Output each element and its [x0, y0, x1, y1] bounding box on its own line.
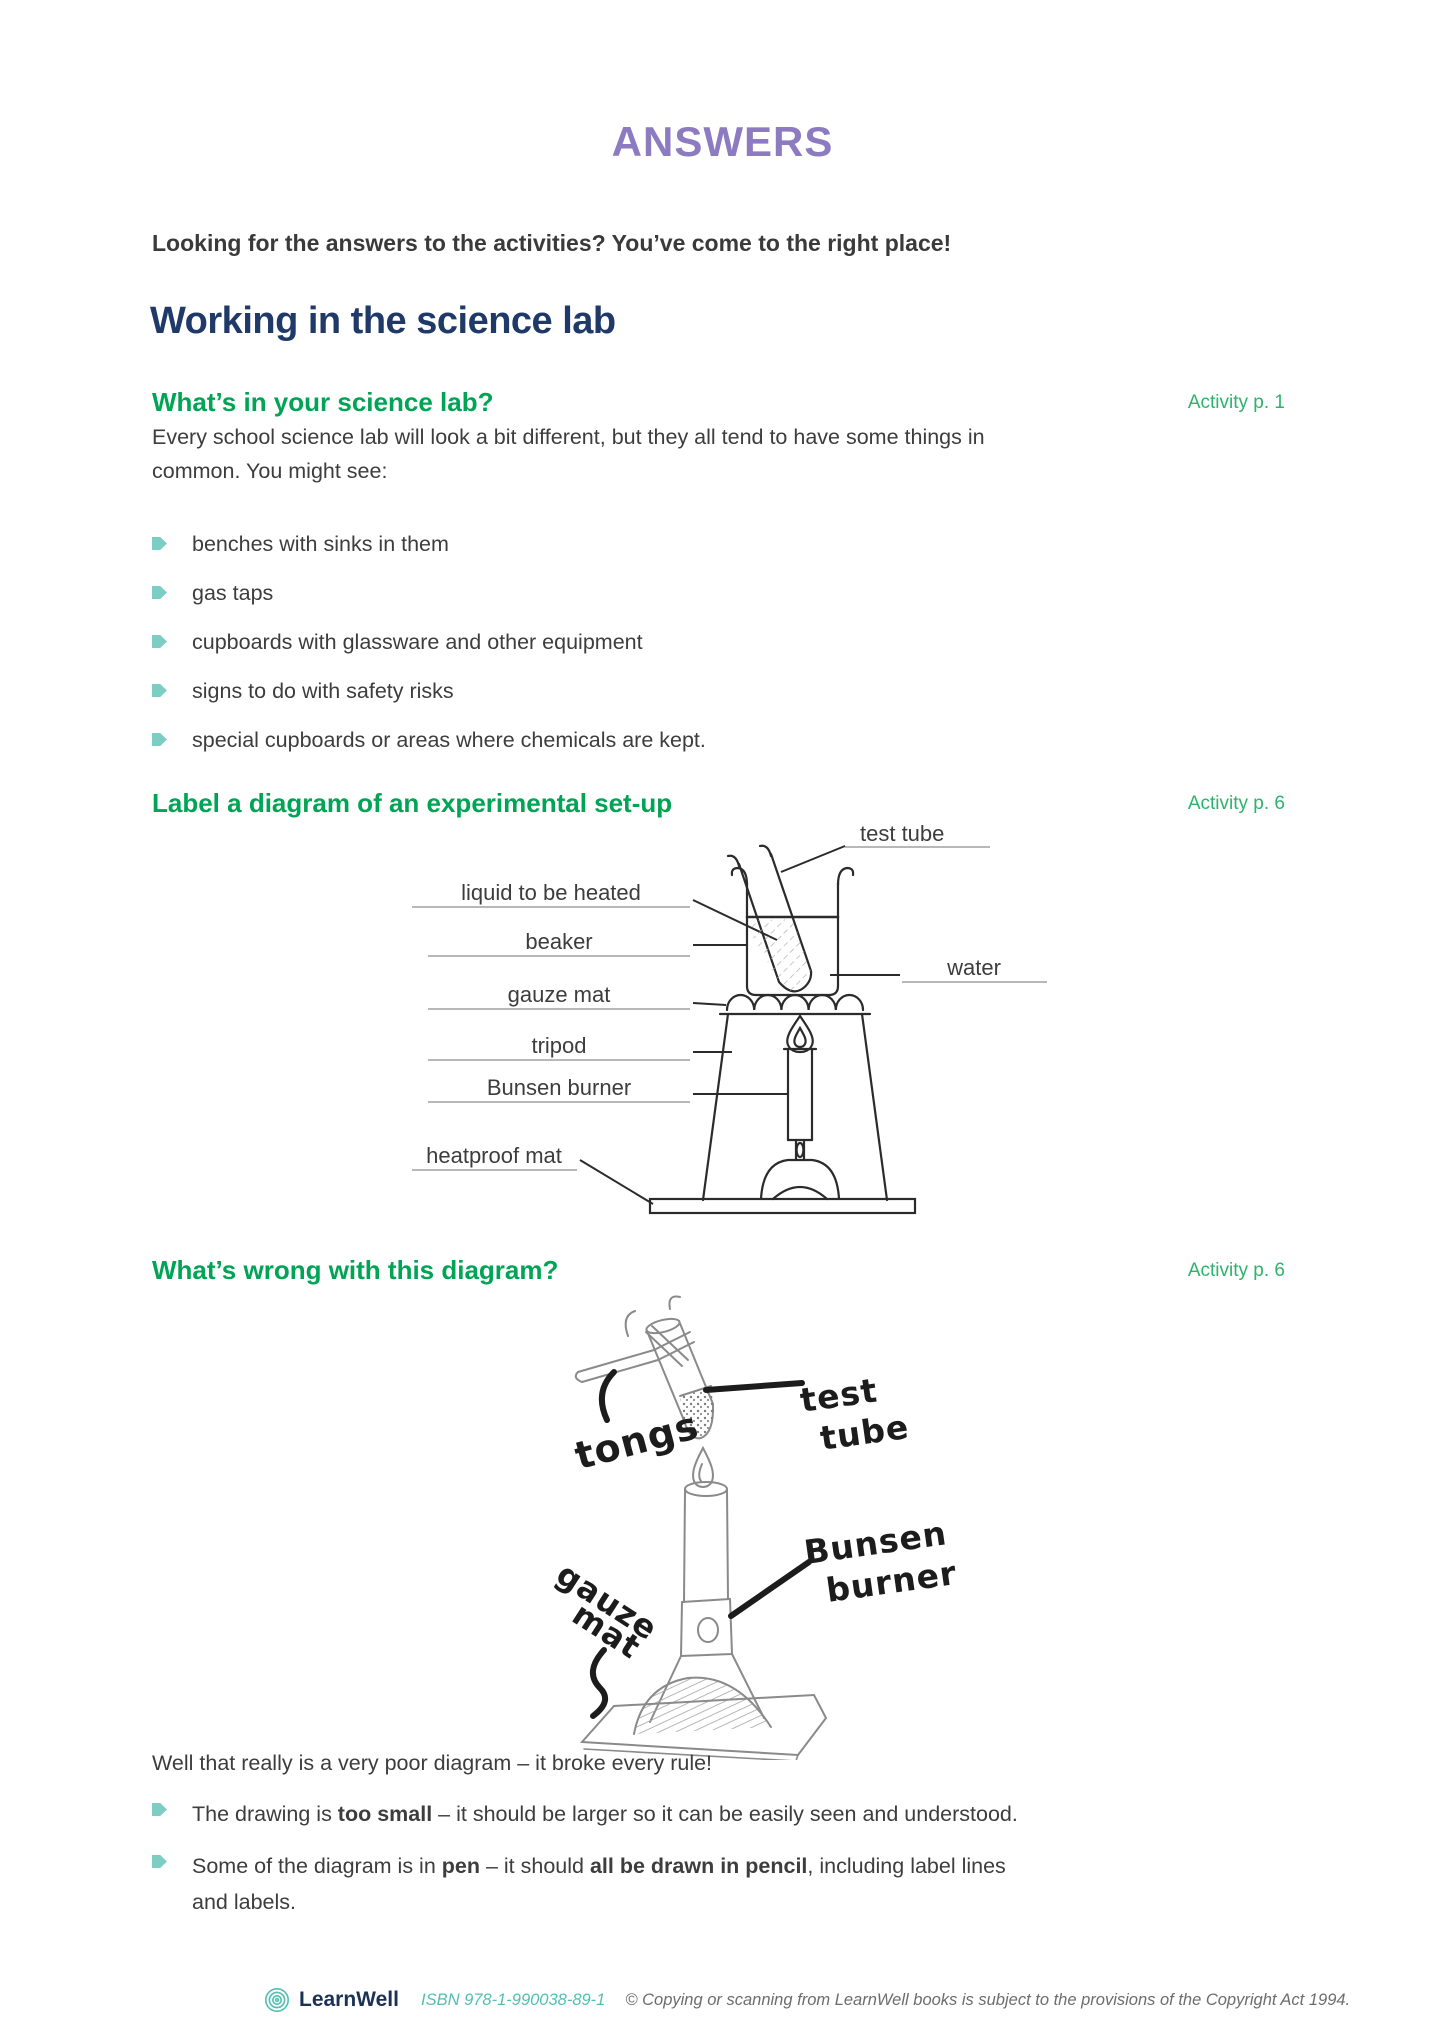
page-title: ANSWERS — [611, 118, 834, 165]
handwritten-labels: tongs test tube Bunsen burner gauze mat — [550, 1371, 960, 1667]
tongs-jaw-lower — [645, 1325, 689, 1367]
sketch-section-line — [681, 1598, 731, 1603]
list-item-text: The drawing is too small – it should be … — [192, 1802, 1018, 1826]
diagram-labels: test tube liquid to be heated beaker gau… — [426, 823, 1001, 1168]
beaker-rim-right — [836, 866, 855, 887]
sketch-barrel-left — [683, 1489, 686, 1603]
label-test-tube: test tube — [860, 823, 944, 846]
sketch-flame-inner — [698, 1463, 703, 1482]
list-item-text: signs to do with safety risks — [192, 679, 454, 703]
page-subtitle: Looking for the answers to the activitie… — [152, 230, 952, 256]
heatproof-mat-bar — [648, 1197, 917, 1215]
label-underlines — [412, 846, 1047, 1171]
list-item-text: cupboards with glassware and other equip… — [192, 630, 643, 654]
arrow-bullet-icon — [152, 733, 167, 746]
label-liquid: liquid to be heated — [461, 880, 641, 905]
tongs-prong-left — [624, 1310, 636, 1337]
list-item: gas taps — [152, 579, 1252, 607]
burner-base — [759, 1158, 841, 1201]
label-tripod: tripod — [531, 1033, 586, 1058]
label-water: water — [946, 955, 1001, 980]
list-item-text: gas taps — [192, 581, 274, 605]
verdict-text: Well that really is a very poor diagram … — [152, 1751, 713, 1775]
sketch-mat-edge — [583, 1748, 799, 1760]
tongs-handle-bottom — [581, 1359, 659, 1383]
test-tube-lip-left — [726, 854, 741, 868]
activity-ref-3: Activity p. 6 — [1187, 1260, 1285, 1281]
apparatus-drawing — [648, 844, 917, 1215]
learnwell-logo-icon — [265, 1988, 289, 2012]
hand-drawn-diagram: tongs test tube Bunsen burner gauze mat — [550, 1295, 960, 1760]
liquid-hatch — [744, 919, 812, 992]
section-heading: Working in the science lab — [150, 300, 616, 342]
bunsen-pointer — [728, 1559, 812, 1619]
flame-inner — [793, 1025, 807, 1049]
isbn-text: ISBN 978-1-990038-89-1 — [420, 1990, 606, 2009]
gauze-pointer — [590, 1647, 609, 1719]
gauze-waves — [725, 993, 865, 1012]
test-tube-lip-right — [758, 844, 773, 858]
sketch-dome — [633, 1676, 772, 1735]
copyright-text: © Copying or scanning from LearnWell boo… — [625, 1990, 1351, 2009]
subheading-label-diagram: Label a diagram of an experimental set-u… — [152, 788, 673, 818]
label-heatproof-mat: heatproof mat — [426, 1143, 562, 1168]
sketch-flame — [692, 1445, 714, 1488]
flame-outer — [786, 1014, 814, 1054]
tongs-pointer — [598, 1369, 617, 1423]
activity-ref-2: Activity p. 6 — [1187, 793, 1285, 814]
pencil-sketch — [574, 1295, 828, 1760]
marker-strokes — [590, 1369, 812, 1719]
sketch-content-stipple — [680, 1386, 714, 1439]
list-item-text: Some of the diagram is in pen – it shoul… — [192, 1854, 1006, 1914]
sketch-mat — [579, 1693, 828, 1757]
arrow-bullet-icon — [152, 537, 167, 550]
arrow-bullet-icon — [152, 684, 167, 697]
sketch-air-hole — [697, 1617, 719, 1643]
list-item: benches with sinks in them — [152, 530, 1252, 558]
list-item-text: special cupboards or areas where chemica… — [192, 728, 706, 752]
tongs-handle-top — [577, 1349, 655, 1373]
label-bunsen-burner: Bunsen burner — [487, 1075, 631, 1100]
test-tube-pointer — [703, 1380, 805, 1393]
list-item: Some of the diagram is in pen – it shoul… — [152, 1848, 1372, 1920]
sketch-tube-left — [646, 1330, 684, 1419]
label-beaker: beaker — [525, 929, 592, 954]
arrow-bullet-icon — [152, 1855, 167, 1868]
page-footer: LearnWell ISBN 978-1-990038-89-1 © Copyi… — [263, 1986, 1350, 2014]
arrow-bullet-icon — [152, 635, 167, 648]
sketch-tube-mouth — [645, 1317, 681, 1335]
list-item: The drawing is too small – it should be … — [152, 1796, 1372, 1832]
tripod-leg-left — [701, 1012, 730, 1202]
subheading-whats-in-lab: What’s in your science lab? — [152, 387, 494, 417]
lab-features-list: benches with sinks in them gas taps cupb… — [152, 530, 1252, 775]
subheading-whats-wrong: What’s wrong with this diagram? — [152, 1255, 559, 1285]
hand-label-tongs: tongs — [570, 1403, 703, 1478]
tongs-prong-right — [668, 1295, 681, 1310]
list-item-text: benches with sinks in them — [192, 532, 449, 556]
brand-name: LearnWell — [299, 1988, 399, 2011]
tripod-leg-right — [860, 1012, 889, 1202]
label-gauze-mat: gauze mat — [508, 982, 611, 1007]
tongs-handle-end — [574, 1371, 583, 1383]
sketch-block — [680, 1598, 733, 1657]
activity-ref-1: Activity p. 1 — [1187, 392, 1285, 413]
intro-paragraph: Every school science lab will look a bit… — [152, 425, 985, 483]
list-item: signs to do with safety risks — [152, 677, 1252, 705]
burner-base-arc — [771, 1186, 829, 1201]
sketch-burner-top — [684, 1481, 728, 1497]
arrow-bullet-icon — [152, 586, 167, 599]
wrong-diagram-list: The drawing is too small – it should be … — [152, 1796, 1372, 1936]
sketch-barrel-right — [726, 1489, 729, 1600]
list-item: cupboards with glassware and other equip… — [152, 628, 1252, 656]
experiment-setup-diagram: test tube liquid to be heated beaker gau… — [412, 823, 1047, 1215]
arrow-bullet-icon — [152, 1803, 167, 1816]
air-hole — [795, 1141, 805, 1159]
list-item: special cupboards or areas where chemica… — [152, 726, 1252, 754]
beaker-rim-left — [730, 866, 749, 887]
